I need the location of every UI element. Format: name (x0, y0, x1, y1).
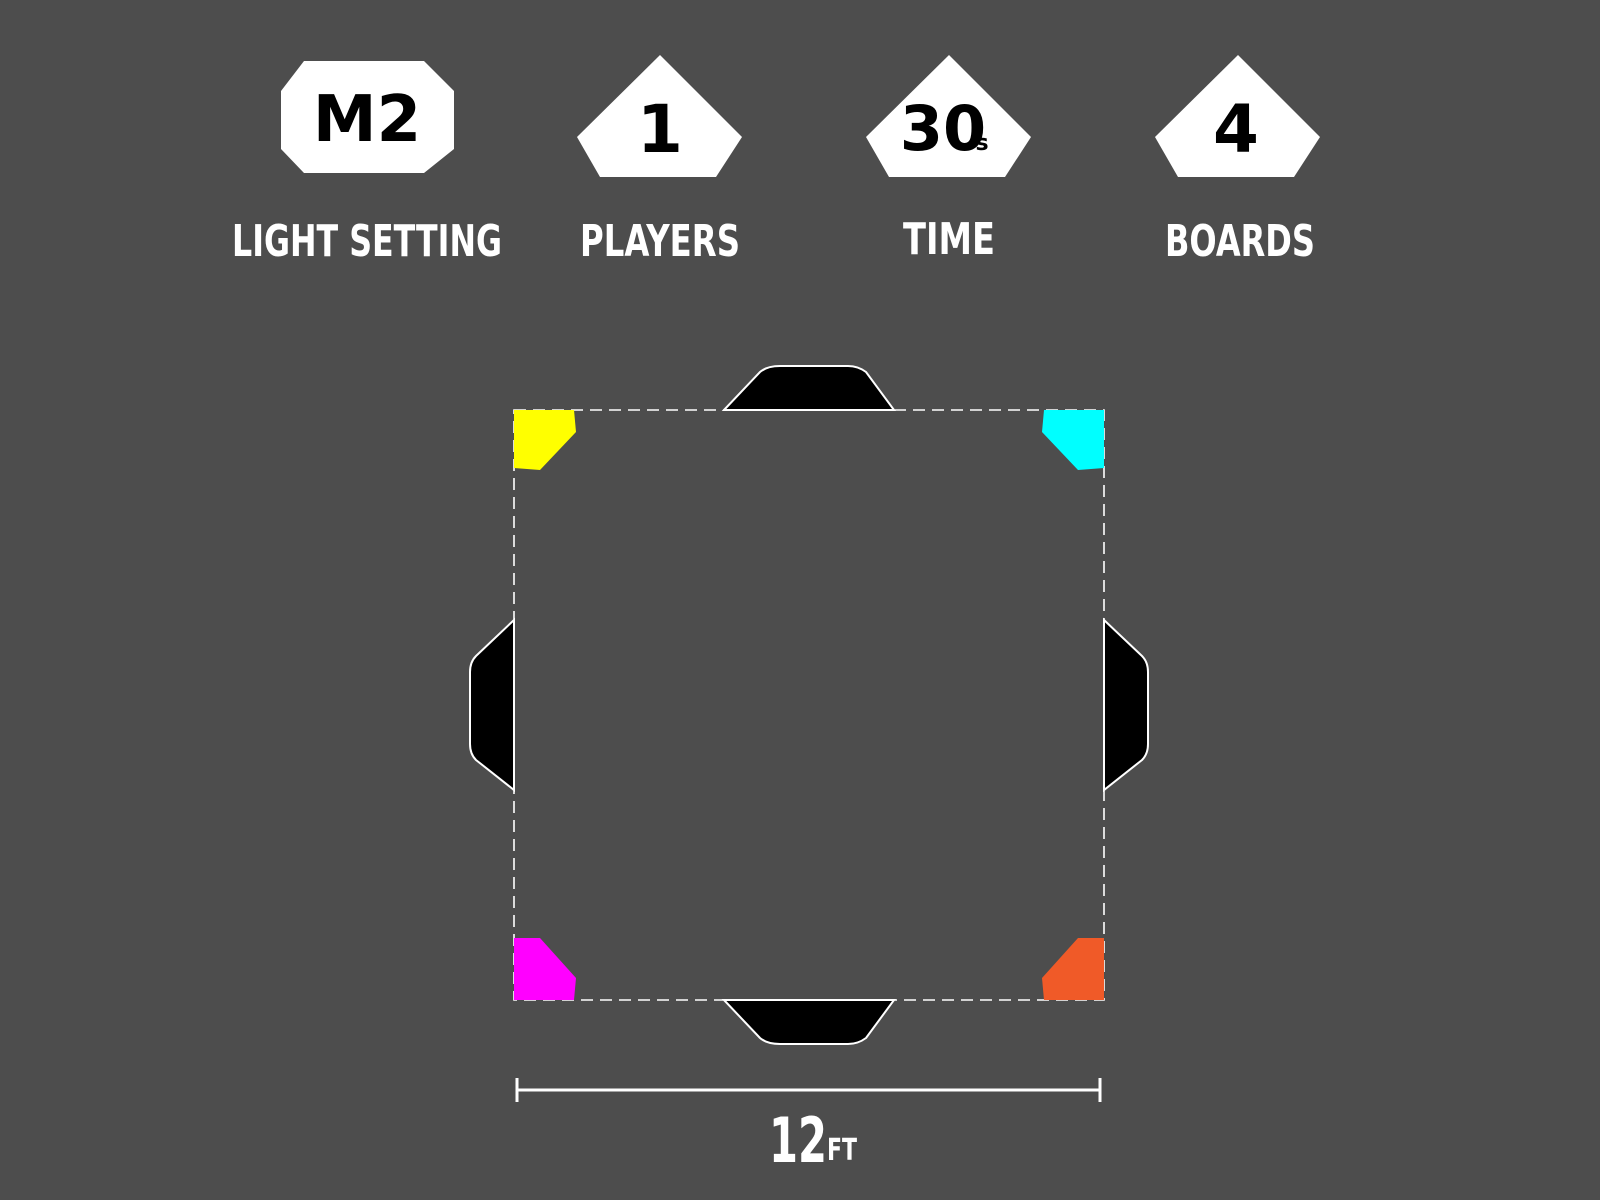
players-badge (577, 55, 742, 177)
dimension-unit: FT (827, 1133, 857, 1168)
board-bottom (721, 999, 896, 1045)
time-label: TIME (903, 214, 995, 265)
boards-badge (1155, 55, 1320, 177)
light-setting-badge (281, 61, 454, 173)
players-value: 1 (637, 91, 683, 168)
corner-marker-bottom-right (1042, 938, 1104, 1000)
field-diagram (469, 365, 1149, 1045)
corner-marker-bottom-left (514, 938, 576, 1000)
dimension-indicator: 12 FT (515, 1078, 1102, 1177)
board-right (1103, 617, 1149, 793)
time-badge (866, 55, 1031, 177)
players-label: PLAYERS (580, 216, 740, 267)
boards-value: 4 (1213, 91, 1259, 168)
board-left (469, 617, 515, 793)
corner-marker-top-left (514, 410, 576, 470)
boards-label: BOARDS (1165, 216, 1315, 267)
light-setting-value: M2 (313, 83, 421, 157)
time-group: 30 s TIME (866, 55, 1031, 265)
dimension-value: 12 (769, 1104, 827, 1177)
light-setting-label: LIGHT SETTING (232, 216, 502, 267)
board-top (721, 365, 896, 411)
players-group: 1 PLAYERS (577, 55, 742, 267)
corner-marker-top-right (1042, 410, 1104, 470)
time-value: 30 (900, 92, 986, 165)
light-setting-group: M2 LIGHT SETTING (232, 61, 502, 267)
time-unit: s (975, 131, 988, 156)
field-boundary (513, 409, 1105, 1001)
boards-group: 4 BOARDS (1155, 55, 1320, 267)
